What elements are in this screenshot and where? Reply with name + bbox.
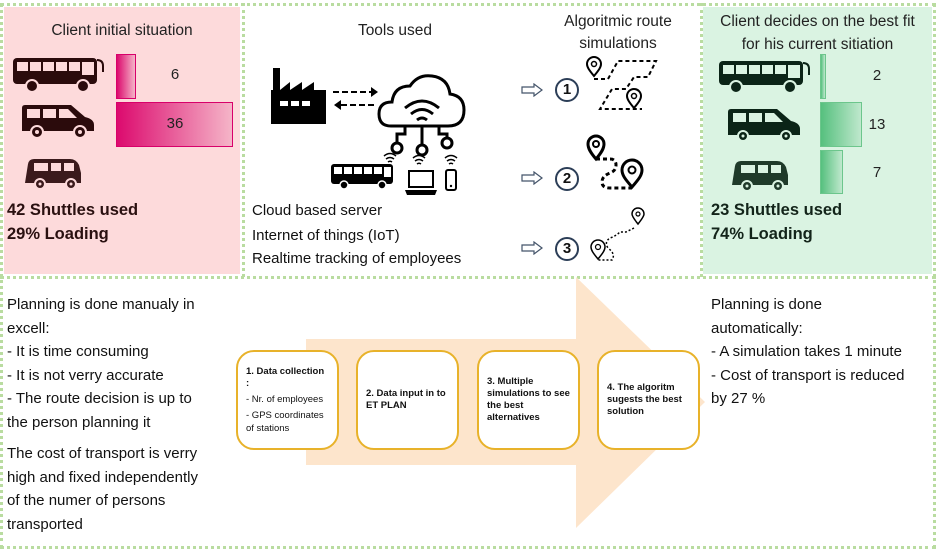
- van-icon: [22, 105, 94, 139]
- auto-line: Planning is done: [711, 296, 822, 313]
- cost-line: The cost of transport is verry: [7, 445, 198, 462]
- arrow-right-icon: [521, 83, 543, 97]
- divider-col1: [242, 3, 245, 277]
- divider-left: [0, 3, 3, 549]
- step-title: 4. The algoritm sugests the best solutio…: [607, 382, 682, 417]
- auto-planning-text: Planning is done automatically: - A simu…: [711, 293, 904, 411]
- simulations-title-line1: Algoritmic route: [564, 13, 672, 30]
- wifi-icon: [444, 154, 458, 165]
- manual-line: - It is not verry accurate: [7, 366, 164, 384]
- bus-icon: [719, 61, 810, 94]
- cloud-server-icon: [377, 74, 466, 157]
- divider-col3: [700, 3, 703, 277]
- best-fit-shuttles-used: 23 Shuttles used: [711, 201, 843, 219]
- auto-line: - A simulation takes 1 minute: [711, 343, 902, 360]
- manual-line: Planning is done manualy in: [7, 296, 195, 313]
- tool-item-cloud: Cloud based server: [252, 202, 383, 219]
- cost-line: high and fixed independently: [7, 468, 198, 486]
- bus-icon: [13, 58, 104, 93]
- best-fit-title-line1: Client decides on the best fit: [720, 13, 915, 30]
- manual-line: the person planning it: [7, 413, 151, 431]
- step-title: 2. Data input in to ET PLAN: [366, 388, 446, 411]
- simulations-title-line2: simulations: [579, 35, 657, 52]
- phone-icon: [445, 169, 457, 191]
- auto-line: - Cost of transport is reduced: [711, 366, 905, 384]
- divider-top: [0, 3, 936, 6]
- best-fit-bar-van: [820, 102, 862, 147]
- initial-loading: 29% Loading: [7, 225, 109, 243]
- auto-line: by 27 %: [711, 390, 766, 407]
- step-title: 1. Data collection :: [246, 365, 325, 389]
- manual-planning-text: Planning is done manualy in excell: - It…: [7, 293, 198, 536]
- auto-line: automatically:: [711, 319, 803, 337]
- best-fit-count-van: 13: [868, 116, 886, 133]
- van-icon: [728, 109, 800, 142]
- process-step-2: 2. Data input in to ET PLAN: [356, 350, 459, 450]
- cost-line: of the numer of persons: [7, 492, 166, 509]
- best-fit-bar-minibus: [820, 150, 843, 194]
- factory-icon: [271, 68, 326, 124]
- cost-line: transported: [7, 515, 83, 533]
- best-fit-bar-bus: [820, 54, 826, 99]
- minibus-icon: [732, 161, 788, 192]
- step-line: - GPS coordinates of stations: [246, 409, 324, 434]
- wifi-icon: [412, 154, 426, 165]
- initial-bar-van: [116, 102, 233, 147]
- initial-count-bus: 6: [170, 66, 180, 83]
- initial-shuttles-used: 42 Shuttles used: [7, 201, 139, 219]
- process-step-1: 1. Data collection : - Nr. of employees …: [236, 350, 339, 450]
- tool-item-tracking: Realtime tracking of employees: [252, 250, 462, 267]
- route-map-1-icon: [585, 56, 658, 110]
- route-number-2: 2: [555, 167, 579, 191]
- step-title: 3. Multiple simulations to see the best …: [487, 376, 570, 423]
- route-map-2-icon: [586, 134, 644, 190]
- manual-line: - The route decision is up to: [7, 390, 192, 407]
- bus-icon: [331, 164, 393, 190]
- initial-bar-bus: [116, 54, 136, 99]
- process-step-3: 3. Multiple simulations to see the best …: [477, 350, 580, 450]
- tools-title: Tools used: [357, 22, 433, 39]
- laptop-icon: [405, 170, 437, 195]
- route-number-1: 1: [555, 78, 579, 102]
- initial-situation-title: Client initial situation: [51, 22, 193, 39]
- sync-arrows-icon: [333, 87, 378, 110]
- arrow-right-icon: [521, 171, 543, 185]
- initial-count-van: 36: [166, 115, 184, 132]
- best-fit-count-bus: 2: [872, 67, 882, 84]
- divider-bottom: [0, 546, 936, 549]
- minibus-icon: [25, 159, 81, 190]
- best-fit-count-minibus: 7: [872, 164, 882, 181]
- step-line: - Nr. of employees: [246, 393, 324, 405]
- best-fit-loading: 74% Loading: [711, 225, 813, 243]
- tool-item-iot: Internet of things (IoT): [252, 227, 400, 244]
- wifi-icon: [383, 152, 397, 163]
- divider-middle: [0, 276, 936, 279]
- route-number-3: 3: [555, 237, 579, 261]
- manual-line: - It is time consuming: [7, 343, 149, 360]
- manual-line: excell:: [7, 319, 50, 337]
- process-step-4: 4. The algoritm sugests the best solutio…: [597, 350, 700, 450]
- divider-right: [933, 3, 936, 549]
- arrow-right-icon: [521, 241, 543, 255]
- best-fit-title-line2: for his current sitiation: [741, 36, 894, 53]
- route-map-3-icon: [590, 207, 645, 261]
